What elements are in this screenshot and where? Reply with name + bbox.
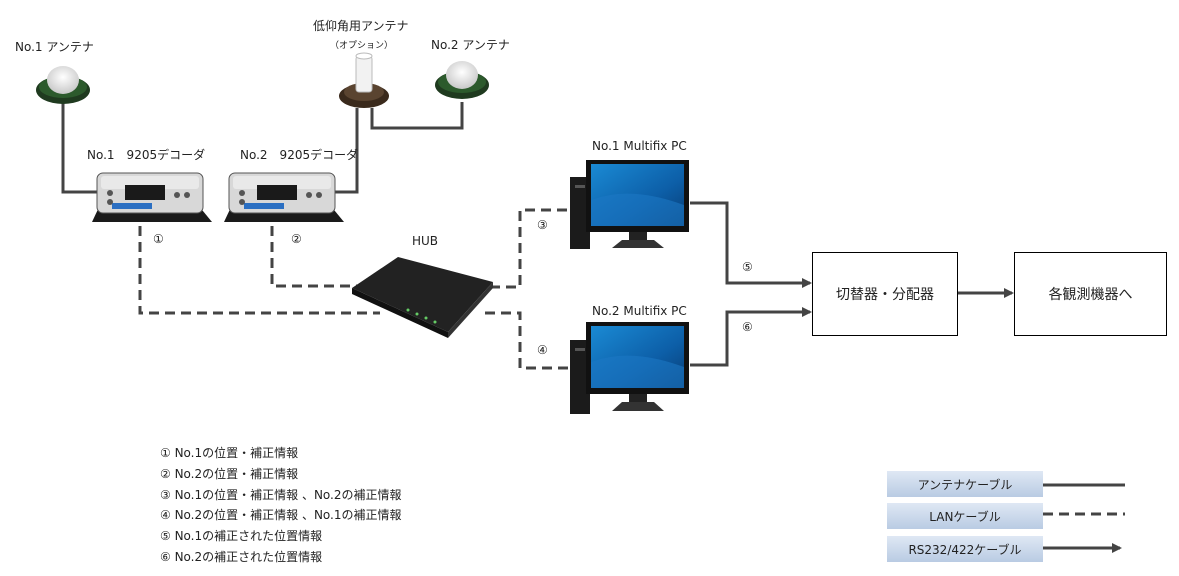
legend-lan-cable: LANケーブル (887, 503, 1043, 529)
instruments-box: 各観測機器へ (1014, 252, 1167, 336)
marker-2: ② (291, 232, 302, 246)
rs-cables (690, 201, 1014, 367)
lan-cable-3 (490, 208, 570, 289)
pc-no2-icon (570, 322, 689, 414)
decoder-no1-label: No.1 9205デコーダ (87, 148, 206, 162)
legend-antenna-cable: アンテナケーブル (887, 471, 1043, 497)
legend-rs-cable: RS232/422ケーブル (887, 536, 1043, 562)
legend-rs-cable-label: RS232/422ケーブル (908, 542, 1022, 557)
marker-5: ⑤ (742, 260, 753, 274)
lan-cable-1 (138, 226, 380, 315)
switcher-distributor-box: 切替器・分配器 (812, 252, 958, 336)
lan-cable-2 (270, 226, 370, 288)
antenna-cable-lowelev (332, 108, 359, 194)
antenna-no2-icon (435, 61, 489, 99)
marker-4: ④ (537, 343, 548, 357)
note-5: ⑤ No.1の補正された位置情報 (160, 529, 323, 544)
low-elevation-antenna-label: 低仰角用アンテナ (313, 19, 409, 33)
hub-icon (352, 257, 493, 338)
pc-no2-label: No.2 Multifix PC (592, 304, 687, 318)
rs-cable-6 (690, 307, 812, 367)
antenna-cable-no2 (370, 102, 464, 130)
pc-no1-label: No.1 Multifix PC (592, 139, 687, 153)
switcher-distributor-label: 切替器・分配器 (836, 287, 934, 303)
decoder-no2-label: No.2 9205デコーダ (240, 148, 359, 162)
low-elevation-antenna-sublabel: （オプション） (330, 41, 394, 51)
antenna-no2-label: No.2 アンテナ (431, 38, 510, 52)
marker-6: ⑥ (742, 320, 753, 334)
pc-no1-icon (570, 160, 689, 249)
decoder-no1-icon (92, 172, 212, 222)
legend-lan-cable-label: LANケーブル (929, 509, 1001, 524)
note-2: ② No.2の位置・補正情報 (160, 466, 299, 481)
note-4: ④ No.2の位置・補正情報 、No.1の補正情報 (160, 508, 402, 523)
marker-3: ③ (537, 218, 548, 232)
lan-cable-4 (485, 311, 570, 370)
marker-1: ① (153, 232, 164, 246)
hub-label: HUB (412, 234, 439, 248)
lan-cables (138, 208, 570, 370)
legend-antenna-cable-label: アンテナケーブル (917, 477, 1013, 492)
note-6: ⑥ No.2の補正された位置情報 (160, 549, 323, 564)
antenna-cables (61, 100, 464, 194)
note-3: ③ No.1の位置・補正情報 、No.2の補正情報 (160, 487, 402, 502)
antenna-no1-label: No.1 アンテナ (15, 40, 94, 54)
antenna-no1-icon (36, 66, 90, 104)
decoder-no2-icon (224, 172, 344, 222)
notes-list: ① No.1の位置・補正情報 ② No.2の位置・補正情報 ③ No.1の位置・… (160, 443, 402, 568)
antenna-cable-no1 (61, 100, 100, 194)
rs-cable-5 (690, 201, 812, 288)
legend-samples (1043, 483, 1125, 553)
note-1: ① No.1の位置・補正情報 (160, 446, 299, 460)
low-elevation-antenna-icon (339, 52, 389, 108)
instruments-label: 各観測機器へ (1048, 287, 1133, 303)
